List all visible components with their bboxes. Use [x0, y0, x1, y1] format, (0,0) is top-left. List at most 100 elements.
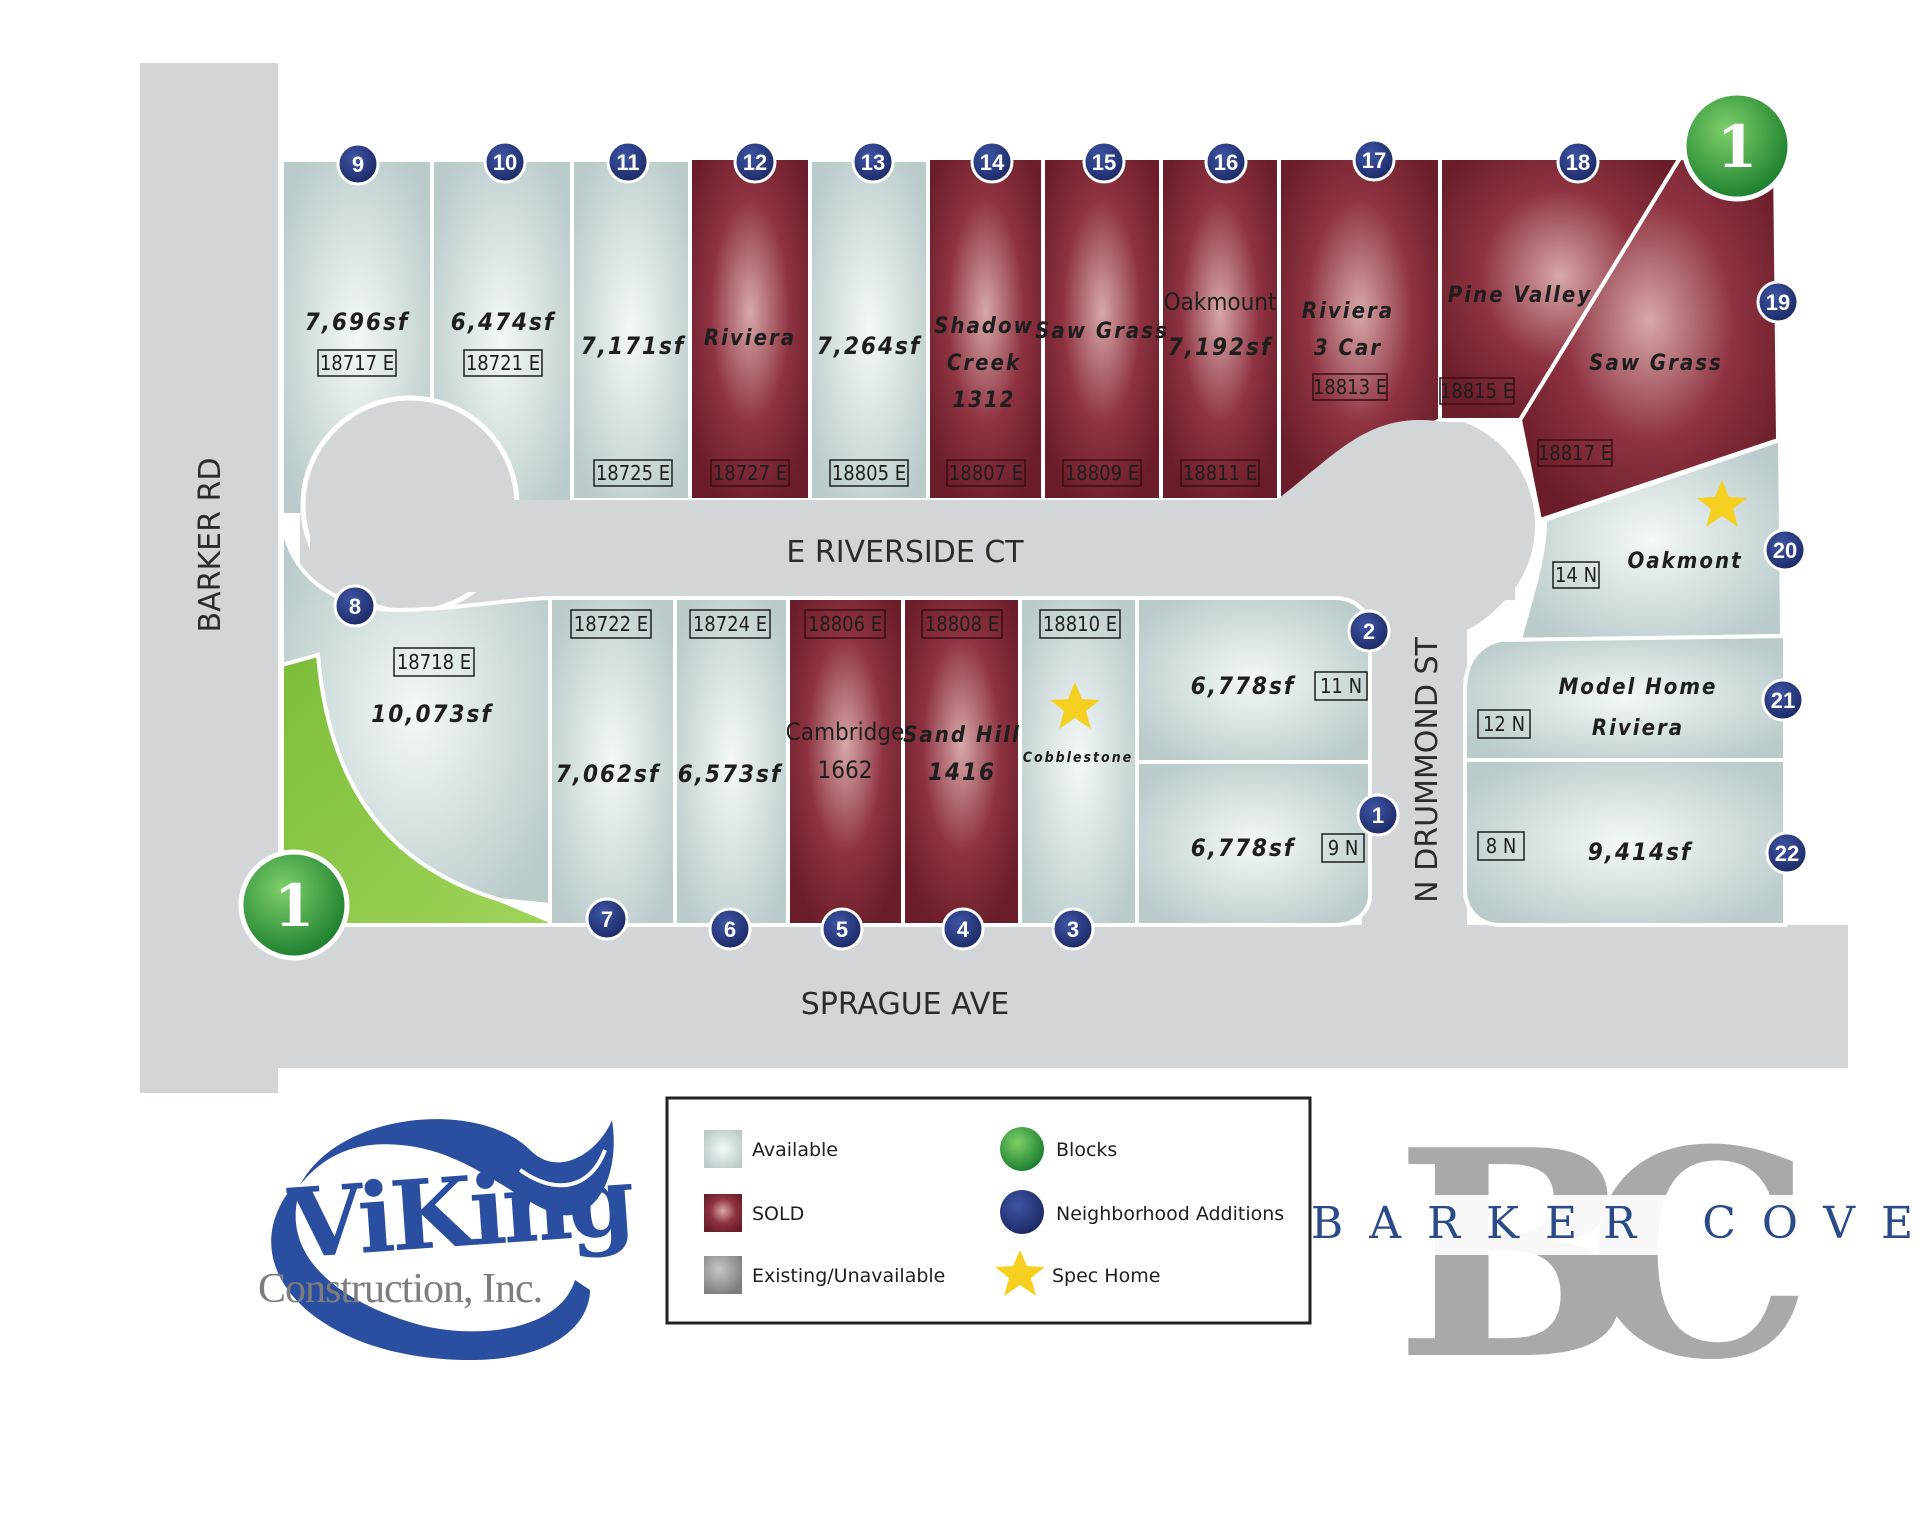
lot-20-name: Oakmont: [1627, 549, 1742, 574]
lot-7-addr: 18722 E: [574, 612, 648, 636]
block-marker-sw[interactable]: 1: [238, 849, 350, 961]
lot-12-addr: 18727 E: [713, 461, 787, 485]
lot-6-addr: 18724 E: [693, 612, 767, 636]
block-marker-ne[interactable]: 1: [1681, 90, 1793, 202]
legend-existing-swatch: [704, 1256, 742, 1294]
lot-14-line2: Creek: [947, 351, 1021, 376]
lot-3-addr-box: [1039, 609, 1121, 639]
lot-badge-7[interactable]: 7: [585, 897, 629, 941]
svg-text:7: 7: [601, 907, 613, 932]
lot-badge-18[interactable]: 18: [1556, 140, 1600, 184]
lot-badge-2[interactable]: 2: [1347, 609, 1391, 653]
green-space: [280, 652, 561, 927]
viking-logo: ViKing Construction, Inc.: [258, 1119, 636, 1360]
svg-text:18: 18: [1566, 150, 1590, 175]
lot-19-addr: 18817 E: [1538, 441, 1612, 465]
lot-1-parcel[interactable]: [1135, 760, 1372, 927]
lot-1-addr-box: [1321, 833, 1365, 863]
lot-5-line2: 1662: [818, 756, 873, 784]
lot-badge-16[interactable]: 16: [1204, 140, 1248, 184]
lot-10-addr-box: [463, 349, 543, 377]
lot-9-addr-box: [317, 349, 397, 377]
lot-15-addr-box: [1062, 459, 1142, 487]
legend-sold-label: SOLD: [752, 1203, 804, 1225]
lot-16-addr: 18811 E: [1183, 461, 1257, 485]
legend-available-label: Available: [752, 1139, 838, 1161]
lot-badge-5[interactable]: 5: [820, 907, 864, 951]
lot-badge-6[interactable]: 6: [708, 907, 752, 951]
svg-text:4: 4: [957, 917, 970, 942]
barker-cove-monogram: BC: [1395, 1088, 1800, 1423]
svg-text:20: 20: [1773, 538, 1797, 563]
lot-badge-12[interactable]: 12: [733, 140, 777, 184]
lot-18-addr: 18815 E: [1440, 379, 1514, 403]
north-lots: [280, 155, 1781, 523]
lot-1-addr: 9 N: [1328, 836, 1359, 860]
lot-13-parcel[interactable]: [808, 158, 930, 502]
lot-20-addr-box: [1552, 561, 1600, 589]
lot-14-line3: 1312: [952, 388, 1015, 413]
lot-badge-19[interactable]: 19: [1756, 280, 1800, 324]
lot-badge-9[interactable]: 9: [336, 142, 380, 186]
svg-text:16: 16: [1214, 150, 1238, 175]
lot-4-line1: Sand Hill: [903, 723, 1021, 748]
lot-badge-1[interactable]: 1: [1356, 793, 1400, 837]
lot-11-parcel[interactable]: [570, 158, 692, 502]
viking-subtitle: Construction, Inc.: [258, 1266, 542, 1312]
spec-stars: [1050, 480, 1747, 729]
lot-11-addr-box: [593, 459, 673, 487]
svg-text:11: 11: [616, 150, 639, 175]
svg-text:3: 3: [1067, 917, 1079, 942]
viking-name: ViKing: [284, 1144, 636, 1281]
svg-text:19: 19: [1766, 290, 1790, 315]
svg-text:9: 9: [352, 152, 364, 177]
svg-text:15: 15: [1092, 150, 1116, 175]
lot-5-line1: Cambridge: [786, 718, 905, 746]
lot-badge-3[interactable]: 3: [1051, 907, 1095, 951]
svg-text:1: 1: [1372, 803, 1384, 828]
riverside-ct-label: E RIVERSIDE CT: [786, 535, 1024, 570]
lot-badge-4[interactable]: 4: [941, 907, 985, 951]
lot-17-addr: 18813 E: [1313, 375, 1387, 399]
lot-badge-21[interactable]: 21: [1761, 678, 1805, 722]
lot-18-name: Pine Valley: [1448, 283, 1593, 308]
lot-14-addr: 18807 E: [949, 461, 1023, 485]
lot-7-area: 7,062sf: [556, 760, 661, 788]
lot-badge-15[interactable]: 15: [1082, 140, 1126, 184]
lot-19-name: Saw Grass: [1589, 351, 1723, 376]
svg-text:1: 1: [274, 872, 314, 940]
lot-badge-8[interactable]: 8: [333, 584, 377, 628]
lot-badge-10[interactable]: 10: [483, 140, 527, 184]
lot-badge-11[interactable]: 11: [606, 140, 650, 184]
lot-2-addr: 11 N: [1320, 674, 1362, 698]
lot-badge-13[interactable]: 13: [851, 140, 895, 184]
lot-16-addr-box: [1180, 459, 1260, 487]
lot-16-parcel[interactable]: [1159, 156, 1281, 502]
lot-7-parcel[interactable]: [548, 596, 677, 927]
lot-badges: 9 10 11 12 13 14 15 16 17 18 19 20 21 22…: [333, 138, 1809, 951]
lot-12-addr-box: [710, 459, 790, 487]
svg-text:13: 13: [861, 150, 885, 175]
legend-spec-star-icon: [995, 1250, 1045, 1296]
viking-swoosh-top: [300, 1119, 614, 1216]
lot-6-addr-box: [689, 609, 771, 639]
lot-badge-20[interactable]: 20: [1763, 528, 1807, 572]
lot-badge-22[interactable]: 22: [1765, 831, 1809, 875]
svg-text:17: 17: [1362, 148, 1386, 173]
lot-badge-14[interactable]: 14: [970, 140, 1014, 184]
lot-22-addr-box: [1477, 831, 1525, 861]
legend-frame: [665, 1096, 1312, 1325]
sprague-ave-label: SPRAGUE AVE: [801, 987, 1010, 1022]
lot-22-addr: 8 N: [1486, 834, 1517, 858]
lot-badge-17[interactable]: 17: [1352, 138, 1396, 182]
lot-14-parcel[interactable]: [926, 156, 1045, 502]
lot-12-name: Riviera: [704, 326, 796, 351]
lot-15-addr: 18809 E: [1065, 461, 1139, 485]
road-overlay: [300, 395, 1525, 640]
lot-22-parcel[interactable]: [1463, 758, 1787, 927]
barker-rd-label: BARKER RD: [193, 458, 228, 633]
lot-6-area: 6,573sf: [678, 760, 783, 788]
lot-17-addr-box: [1312, 373, 1388, 401]
lot-text: 7,696sf 18717 E 6,474sf 18721 E 7,171sf …: [305, 283, 1742, 866]
